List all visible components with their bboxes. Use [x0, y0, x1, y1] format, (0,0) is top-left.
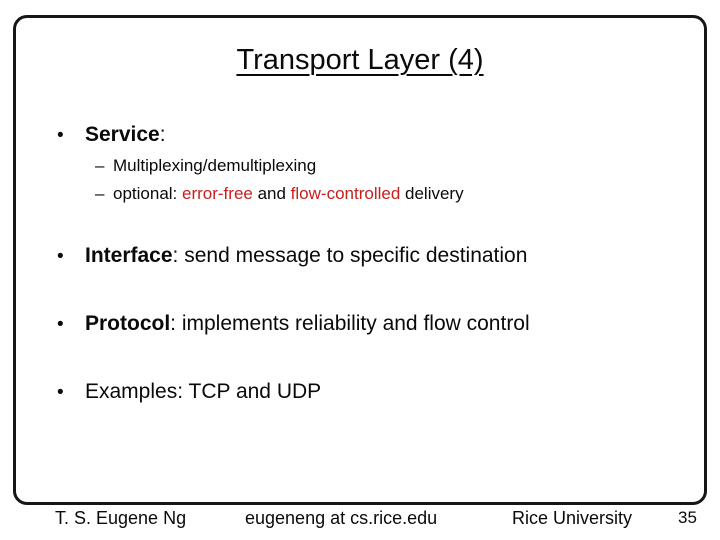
footer-author: T. S. Eugene Ng — [55, 508, 187, 528]
footer-affiliation: Rice University — [512, 508, 633, 528]
bullet-protocol-label: Protocol — [85, 312, 171, 335]
bullet-service: • Service: — [57, 122, 166, 148]
bullet-service-text: Service: — [85, 123, 166, 146]
bullet-icon: • — [57, 125, 64, 146]
slide-title: Transport Layer (4) — [236, 44, 484, 76]
slide-border — [13, 15, 707, 505]
bullet-service-label: Service — [85, 123, 160, 146]
highlight-flow-controlled: flow-controlled — [290, 184, 401, 203]
bullet-examples: • Examples: TCP and UDP — [57, 379, 321, 405]
bullet-interface-label: Interface — [85, 244, 173, 267]
bullet-icon: • — [57, 246, 64, 267]
sub-bullet-multiplexing-text: Multiplexing/demultiplexing — [113, 156, 317, 175]
dash-icon: – — [95, 156, 105, 175]
sub-bullet-multiplexing: – Multiplexing/demultiplexing — [95, 156, 316, 176]
bullet-interface: • Interface: send message to specific de… — [57, 243, 527, 269]
bullet-examples-text: Examples: TCP and UDP — [85, 380, 322, 403]
highlight-error-free: error-free — [182, 184, 253, 203]
bullet-protocol: • Protocol: implements reliability and f… — [57, 311, 530, 337]
slide-page-number: 35 — [678, 508, 697, 527]
dash-icon: – — [95, 184, 105, 203]
footer-email: eugeneng at cs.rice.edu — [245, 508, 438, 528]
sub-bullet-optional-text: optional: error-free and flow-controlled… — [113, 184, 464, 203]
bullet-protocol-text: Protocol: implements reliability and flo… — [85, 312, 530, 335]
bullet-icon: • — [57, 382, 64, 403]
bullet-icon: • — [57, 314, 64, 335]
bullet-interface-text: Interface: send message to specific dest… — [85, 244, 528, 267]
sub-bullet-optional: – optional: error-free and flow-controll… — [95, 184, 464, 204]
